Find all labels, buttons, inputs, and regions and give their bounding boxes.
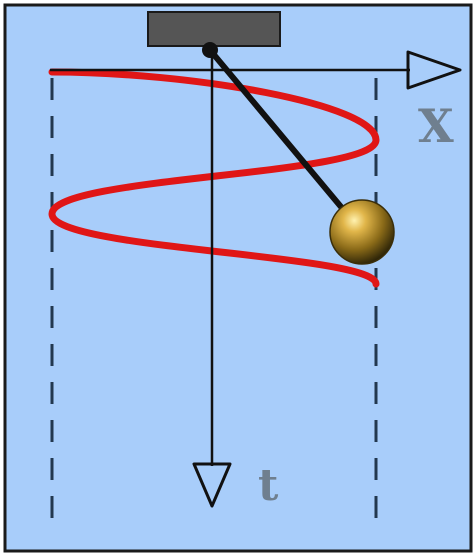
diagram-background [3, 3, 473, 553]
t-axis-label: t [258, 460, 279, 511]
pendulum-support [147, 11, 281, 47]
x-axis-label: X [418, 99, 454, 153]
oscillation-trace [48, 68, 380, 288]
t-axis-arrowhead [192, 462, 232, 508]
pendulum-rod [207, 47, 355, 223]
pendulum-bob-icon [329, 199, 395, 265]
x-axis-arrowhead [406, 50, 462, 90]
